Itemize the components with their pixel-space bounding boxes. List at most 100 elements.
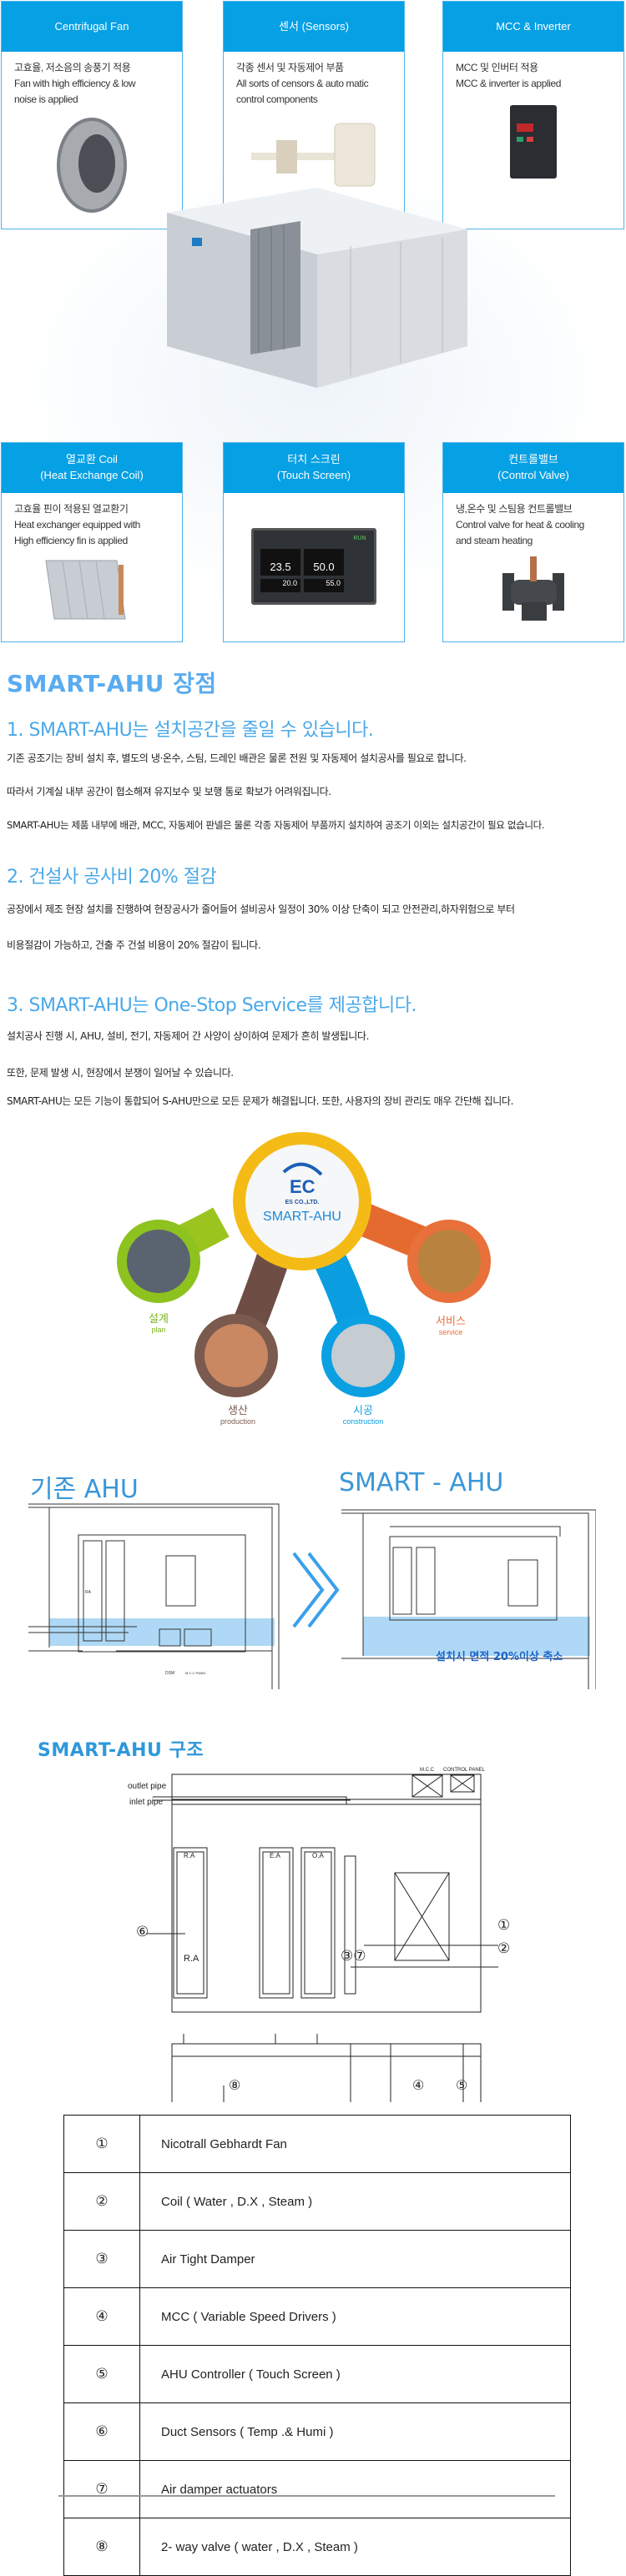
humi-value: 50.0	[304, 549, 344, 576]
legend-number: ⑦	[63, 2460, 140, 2518]
structure-title: SMART-AHU 구조	[38, 1740, 204, 1761]
desc-line: and steam heating	[456, 535, 533, 547]
outlet-pipe-label: outlet pipe	[128, 1782, 167, 1791]
feature-card-centrifugal-fan: Centrifugal Fan 고효율, 저소음의 송풍기 적용 Fan wit…	[1, 1, 183, 229]
desc-line: Control valve for heat & cooling	[456, 519, 584, 531]
mcc-panel-label: M.C.C PANEL	[185, 1671, 207, 1675]
node-label-ko: 서비스	[436, 1315, 466, 1327]
legend-number: ①	[63, 2115, 140, 2173]
inverter-icon	[510, 105, 557, 179]
legend-text: Nicotrall Gebhardt Fan	[139, 2115, 571, 2173]
card-description: 고효율 핀이 적용된 열교환기 Heat exchanger equipped …	[2, 493, 182, 553]
legend-number: ⑤	[63, 2345, 140, 2403]
title-en: (Control Valve)	[497, 469, 569, 481]
control-panel-label: CONTROL PANEL	[443, 1768, 486, 1773]
node-label-en: construction	[342, 1417, 384, 1426]
callout-5: ⑤	[456, 2079, 468, 2093]
legend-text: Duct Sensors ( Temp .& Humi )	[139, 2402, 571, 2461]
feature-card-control-valve: 컨트롤밸브 (Control Valve) 냉,온수 및 스팀용 컨트롤밸브 Co…	[442, 442, 624, 642]
section-2-para: 공장에서 제조 현장 설치를 진행하여 현장공사가 줄어들어 설비공사 일정이 …	[7, 903, 515, 915]
card-description: MCC 및 인버터 적용 MCC & inverter is applied	[443, 52, 623, 95]
legend-text: Air damper actuators	[139, 2460, 571, 2518]
legend-text: Air Tight Damper	[139, 2230, 571, 2288]
title-en: (Touch Screen)	[276, 469, 351, 481]
legend-number: ④	[63, 2287, 140, 2346]
ra-label: R.A	[184, 1852, 195, 1859]
set-humi-value: 55.0	[304, 579, 344, 592]
legend-number: ②	[63, 2172, 140, 2231]
hub-center-label: SMART-AHU	[263, 1210, 341, 1224]
desc-line: MCC & inverter is applied	[456, 78, 562, 90]
area-reduction-note: 설치시 면적 20%이상 축소	[436, 1651, 563, 1663]
ra-top-label: R.A	[184, 1954, 199, 1964]
legend-text: AHU Controller ( Touch Screen )	[139, 2345, 571, 2403]
card-title: 터치 스크린 (Touch Screen)	[224, 443, 404, 493]
node-label-en: service	[438, 1328, 463, 1336]
ra-label: RA	[85, 1590, 92, 1595]
desc-line: control components	[236, 93, 318, 106]
set-temp-value: 20.0	[260, 579, 300, 592]
section-1-heading: 1. SMART-AHU는 설치공간을 줄일 수 있습니다.	[7, 720, 374, 741]
section-2-heading: 2. 건설사 공사비 20% 절감	[7, 867, 217, 888]
desc-line: Fan with high efficiency & low	[14, 78, 136, 90]
desc-line: All sorts of censors & auto matic	[236, 78, 369, 90]
legend-text: Coil ( Water , D.X , Steam )	[139, 2172, 571, 2231]
valve-icon	[502, 556, 564, 621]
desc-line: MCC 및 인버터 적용	[456, 62, 538, 73]
legend-text: MCC ( Variable Speed Drivers )	[139, 2287, 571, 2346]
run-indicator: RUN	[353, 536, 366, 541]
fan-icon	[57, 117, 127, 213]
advantages-title: SMART-AHU 장점	[7, 670, 217, 697]
node-label-ko: 설계	[149, 1312, 169, 1325]
desc-line: Heat exchanger equipped with	[14, 519, 140, 531]
touch-screen-image: 23.5 50.0 20.0 55.0 RUN	[251, 528, 376, 605]
svg-text:EC: EC	[290, 1176, 316, 1197]
card-title: 컨트롤밸브 (Control Valve)	[443, 443, 623, 493]
smart-ahu-floorplan	[341, 1509, 596, 1689]
callout-8: ⑧	[229, 2079, 241, 2093]
title-en: (Heat Exchange Coil)	[40, 469, 144, 481]
callout-6: ⑥	[136, 1924, 149, 1940]
node-label-ko: 시공	[353, 1404, 373, 1416]
desc-line: 냉,온수 및 스팀용 컨트롤밸브	[456, 503, 573, 515]
card-title: Centrifugal Fan	[2, 2, 182, 52]
node-label-en: production	[220, 1417, 256, 1426]
title-ko: 터치 스크린	[287, 453, 341, 466]
legend-text: 2- way valve ( water , D.X , Steam )	[139, 2518, 571, 2576]
section-3-heading: 3. SMART-AHU는 One-Stop Service를 제공합니다.	[7, 995, 416, 1016]
feature-card-mcc-inverter: MCC & Inverter MCC 및 인버터 적용 MCC & invert…	[442, 1, 624, 229]
section-3-para: 또한, 문제 발생 시, 현장에서 분쟁이 일어날 수 있습니다.	[7, 1067, 234, 1079]
section-1-para: 기존 공조기는 장비 설치 후, 별도의 냉·온수, 스팀, 드레인 배관은 물…	[7, 752, 467, 764]
callout-1: ①	[497, 1917, 511, 1933]
node-label-ko: 생산	[228, 1404, 248, 1416]
legend-number: ⑥	[63, 2402, 140, 2461]
legend-number: ⑧	[63, 2518, 140, 2576]
title-ko: 열교환 Coil	[66, 453, 118, 466]
card-title: MCC & Inverter	[443, 2, 623, 52]
legend-number: ③	[63, 2230, 140, 2288]
callout-4: ④	[412, 2079, 425, 2093]
card-title: 열교환 Coil (Heat Exchange Coil)	[2, 443, 182, 493]
conventional-ahu-title: 기존 AHU	[30, 1475, 139, 1504]
bottom-divider	[58, 2495, 555, 2497]
dsm-label: DSM	[165, 1671, 175, 1676]
node-label-en: plan	[151, 1326, 166, 1334]
section-1-para: SMART-AHU는 제품 내부에 배관, MCC, 자동제어 판넬은 물론 각…	[7, 819, 545, 831]
title-ko: 컨트롤밸브	[508, 453, 558, 466]
sensor-icon	[251, 123, 376, 187]
ea-label: E.A	[270, 1852, 280, 1859]
card-description: 고효율, 저소음의 송풍기 적용 Fan with high efficienc…	[2, 52, 182, 112]
ahu-product-image	[167, 188, 467, 388]
section-2-para: 비용절감이 가능하고, 건출 주 건설 비용이 20% 절감이 됩니다.	[7, 939, 261, 951]
